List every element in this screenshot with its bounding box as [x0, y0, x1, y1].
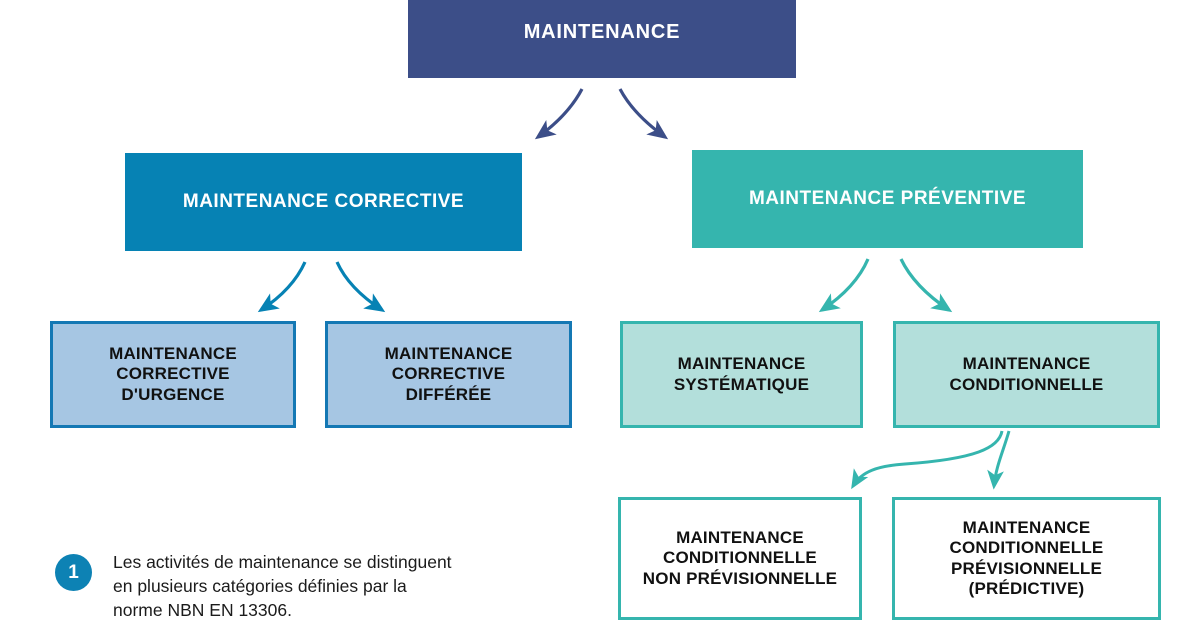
- arrow-conditionnelle-to-previsionnelle: [987, 430, 1011, 490]
- node-maintenance-corrective[interactable]: MAINTENANCE CORRECTIVE: [125, 153, 522, 251]
- node-maintenance-conditionnelle-previsionnelle[interactable]: MAINTENANCE CONDITIONNELLE PRÉVISIONNELL…: [892, 497, 1161, 620]
- node-maintenance-corrective-differee[interactable]: MAINTENANCE CORRECTIVE DIFFÉRÉE: [325, 321, 572, 428]
- arrow-corrective-to-differee: [335, 261, 386, 313]
- footnote: 1 Les activités de maintenance se distin…: [55, 550, 575, 622]
- arrow-preventive-to-conditionnelle: [899, 258, 953, 313]
- node-maintenance-preventive[interactable]: MAINTENANCE PRÉVENTIVE: [692, 150, 1083, 248]
- node-maintenance-root[interactable]: MAINTENANCE: [408, 0, 796, 78]
- arrow-preventive-to-systematique: [818, 258, 870, 313]
- arrow-corrective-to-urgence: [257, 261, 307, 313]
- node-maintenance-conditionnelle[interactable]: MAINTENANCE CONDITIONNELLE: [893, 321, 1160, 428]
- node-maintenance-systematique[interactable]: MAINTENANCE SYSTÉMATIQUE: [620, 321, 863, 428]
- arrow-conditionnelle-to-non-previsionnelle: [851, 430, 1004, 490]
- footnote-text: Les activités de maintenance se distingu…: [113, 552, 452, 621]
- footnote-badge: 1: [55, 554, 92, 591]
- node-maintenance-conditionnelle-non-previsionnelle[interactable]: MAINTENANCE CONDITIONNELLE NON PRÉVISION…: [618, 497, 862, 620]
- arrow-root-to-preventive: [618, 88, 669, 140]
- arrow-root-to-corrective: [534, 88, 584, 140]
- node-maintenance-corrective-urgence[interactable]: MAINTENANCE CORRECTIVE D'URGENCE: [50, 321, 296, 428]
